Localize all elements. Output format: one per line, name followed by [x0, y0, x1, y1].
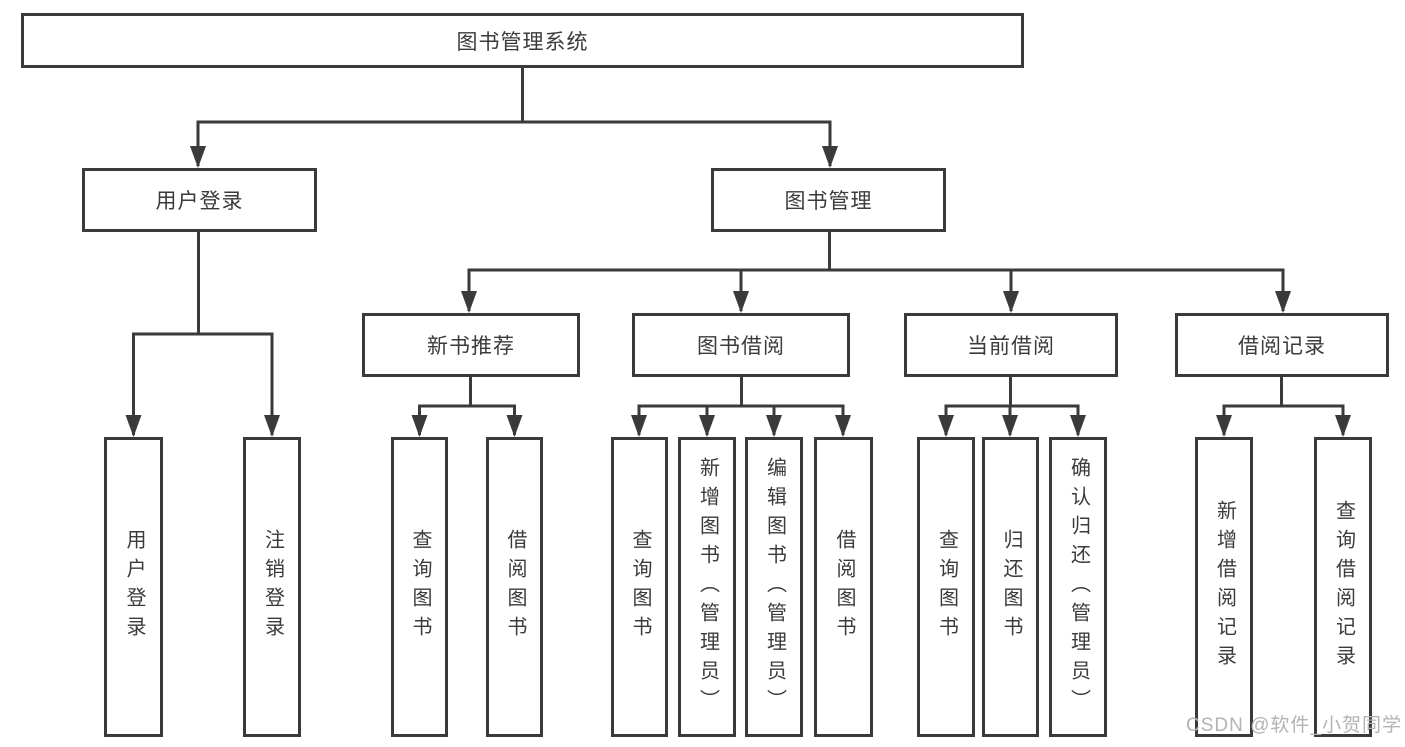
leaf-label: 查询图书	[629, 529, 651, 645]
leaf-label: 注销登录	[261, 529, 284, 645]
connector-current-leaves	[938, 377, 1086, 437]
leaf-query-books-recommend: 查询图书	[391, 437, 448, 737]
node-book-management: 图书管理	[711, 168, 946, 232]
leaf-confirm-return-admin: 确认归还（管理员）	[1049, 437, 1107, 737]
leaf-logout: 注销登录	[243, 437, 301, 737]
leaf-borrow-books-recommend: 借阅图书	[486, 437, 543, 737]
connector-root-to-level2	[190, 68, 838, 168]
node-current-borrowing: 当前借阅	[904, 313, 1118, 377]
leaf-label: 新增借阅记录	[1213, 500, 1236, 674]
leaf-query-books-borrowing: 查询图书	[611, 437, 668, 737]
leaf-label: 借阅图书	[833, 529, 855, 645]
connector-newbooks-leaves	[411, 377, 523, 437]
leaf-label: 查询图书	[409, 529, 431, 645]
leaf-borrow-books: 借阅图书	[814, 437, 873, 737]
leaf-return-books: 归还图书	[982, 437, 1039, 737]
leaf-user-login: 用户登录	[104, 437, 163, 737]
leaf-label: 归还图书	[1000, 529, 1022, 645]
leaf-label: 查询借阅记录	[1332, 500, 1355, 674]
leaf-query-books-current: 查询图书	[917, 437, 975, 737]
csdn-watermark: CSDN @软件_小贺同学	[1186, 715, 1402, 736]
leaf-label: 查询图书	[935, 529, 958, 645]
leaf-label: 用户登录	[123, 529, 145, 645]
leaf-label: 确认归还（管理员）	[1067, 456, 1090, 718]
connector-borrow-leaves	[631, 377, 851, 437]
leaf-add-books-admin: 新增图书（管理员）	[678, 437, 736, 737]
leaf-edit-books-admin: 编辑图书（管理员）	[745, 437, 803, 737]
connector-records-leaves	[1216, 377, 1351, 437]
node-book-borrowing: 图书借阅	[632, 313, 850, 377]
node-user-login: 用户登录	[82, 168, 317, 232]
leaf-add-borrow-record: 新增借阅记录	[1195, 437, 1253, 737]
leaf-label: 编辑图书（管理员）	[763, 456, 786, 718]
node-new-book-recommend: 新书推荐	[362, 313, 580, 377]
connector-login-children	[125, 232, 280, 437]
leaf-label: 借阅图书	[504, 529, 526, 645]
leaf-label: 新增图书（管理员）	[696, 456, 719, 718]
connector-mgmt-children	[461, 232, 1291, 313]
node-borrow-records: 借阅记录	[1175, 313, 1389, 377]
node-library-system: 图书管理系统	[21, 13, 1024, 68]
leaf-query-borrow-record: 查询借阅记录	[1314, 437, 1372, 737]
